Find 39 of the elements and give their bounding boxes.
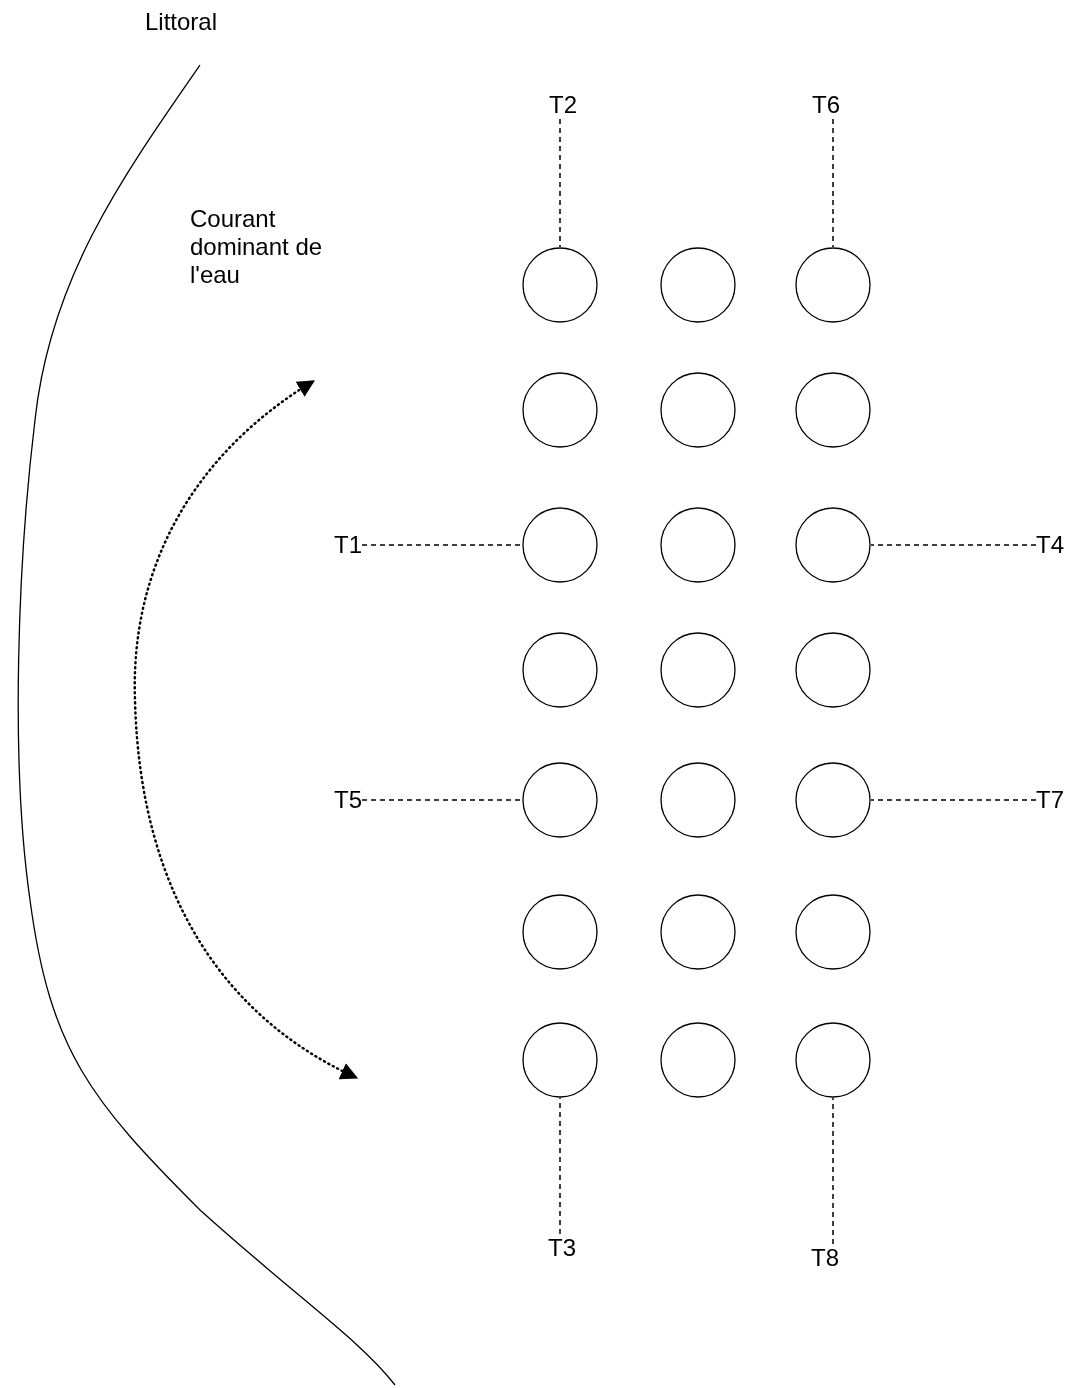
plot-circle [660, 632, 736, 708]
transect-label: T7 [1036, 786, 1064, 814]
transect-label: T6 [812, 91, 840, 119]
plot-circle [795, 762, 871, 838]
transect-label: T1 [334, 531, 362, 559]
plot-circle [522, 372, 598, 448]
plot-circle [660, 247, 736, 323]
transect-label: T2 [549, 91, 577, 119]
transect-label: T4 [1036, 531, 1064, 559]
leader-line [832, 1097, 834, 1245]
plot-circle [660, 762, 736, 838]
plot-circle [660, 507, 736, 583]
leader-line [870, 544, 1037, 546]
plot-circle [795, 894, 871, 970]
plot-circle [795, 372, 871, 448]
transect-label: T3 [548, 1234, 576, 1262]
plot-circle [660, 372, 736, 448]
plot-circle [522, 762, 598, 838]
plot-circle [795, 507, 871, 583]
transect-label: T8 [811, 1244, 839, 1272]
plot-circle [522, 247, 598, 323]
leader-line [361, 544, 523, 546]
current-label: Courant dominant de l'eau [190, 205, 324, 289]
plot-circle [522, 507, 598, 583]
leader-line [361, 799, 523, 801]
coast-label: Littoral [145, 8, 218, 36]
plot-circle [660, 1022, 736, 1098]
plot-circle [522, 894, 598, 970]
leader-line [559, 1097, 561, 1235]
plot-circle [660, 894, 736, 970]
plot-circle [795, 1022, 871, 1098]
leader-line [559, 118, 561, 248]
plot-circle [522, 1022, 598, 1098]
leader-line [870, 799, 1037, 801]
leader-line [832, 118, 834, 248]
plot-circle [795, 632, 871, 708]
plot-circle [795, 247, 871, 323]
transect-label: T5 [334, 786, 362, 814]
plot-circle [522, 632, 598, 708]
